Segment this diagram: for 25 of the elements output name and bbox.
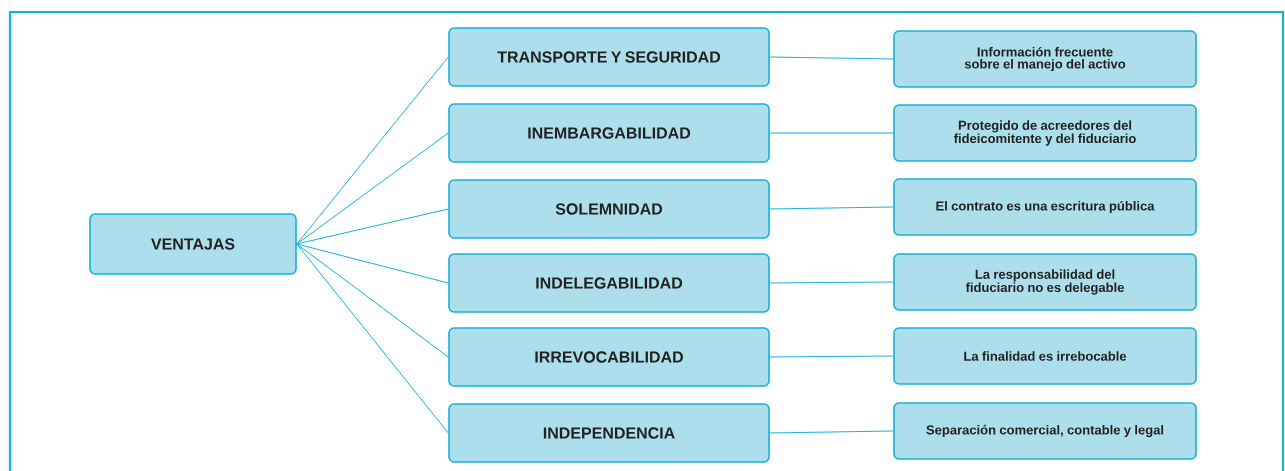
connector-line (296, 132, 449, 245)
connector-line (769, 206, 894, 210)
connector-line (769, 430, 894, 434)
connector-line (769, 56, 894, 60)
description-box: La responsabilidad del fiduciario no es delegable (893, 253, 1197, 311)
connector-line (769, 355, 894, 358)
description-box: Separación comercial, contable y legal (893, 402, 1197, 460)
connector-line (296, 243, 449, 284)
connector-line (296, 243, 449, 358)
connector-line (769, 132, 894, 134)
advantage-box: INEMBARGABILIDAD (448, 103, 770, 163)
connector-line (769, 281, 894, 284)
connector-line (296, 243, 449, 434)
description-box: Información frecuente sobre el manejo del activo (893, 30, 1197, 88)
advantage-box: TRANSPORTE Y SEGURIDAD (448, 27, 770, 87)
box: VENTAJAS (89, 213, 297, 275)
connector-line (296, 56, 449, 245)
advantage-box: INDELEGABILIDAD (448, 253, 770, 313)
advantage-box: INDEPENDENCIA (448, 403, 770, 463)
description-box: La finalidad es irrebocable (893, 327, 1197, 385)
advantage-box: SOLEMNIDAD (448, 179, 770, 239)
description-box: Protegido de acreedores del fideicomitente y del fiduciario (893, 104, 1197, 162)
connector-line (296, 208, 449, 245)
description-box: El contrato es una escritura pública (893, 178, 1197, 236)
advantage-box: IRREVOCABILIDAD (448, 327, 770, 387)
